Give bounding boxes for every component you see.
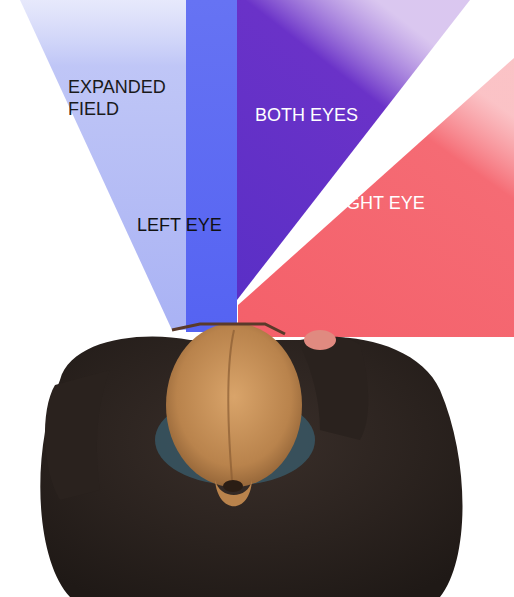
left-arm bbox=[45, 370, 110, 500]
field-label: LEFT EYE bbox=[137, 214, 222, 236]
head-hair bbox=[166, 323, 302, 487]
left-eye-field bbox=[186, 0, 237, 332]
ponytail bbox=[215, 480, 252, 506]
field-label: BOTH EYES bbox=[255, 104, 358, 126]
right-arm bbox=[300, 337, 368, 440]
hair-part bbox=[228, 330, 234, 480]
both-eyes-field bbox=[237, 0, 470, 300]
field-label: RIGHT EYE bbox=[328, 192, 425, 214]
hand bbox=[304, 330, 336, 350]
field-label: EXPANDED FIELD bbox=[68, 76, 188, 120]
expanded-field bbox=[20, 0, 186, 330]
glasses bbox=[172, 324, 285, 334]
hair-tie bbox=[223, 480, 243, 492]
